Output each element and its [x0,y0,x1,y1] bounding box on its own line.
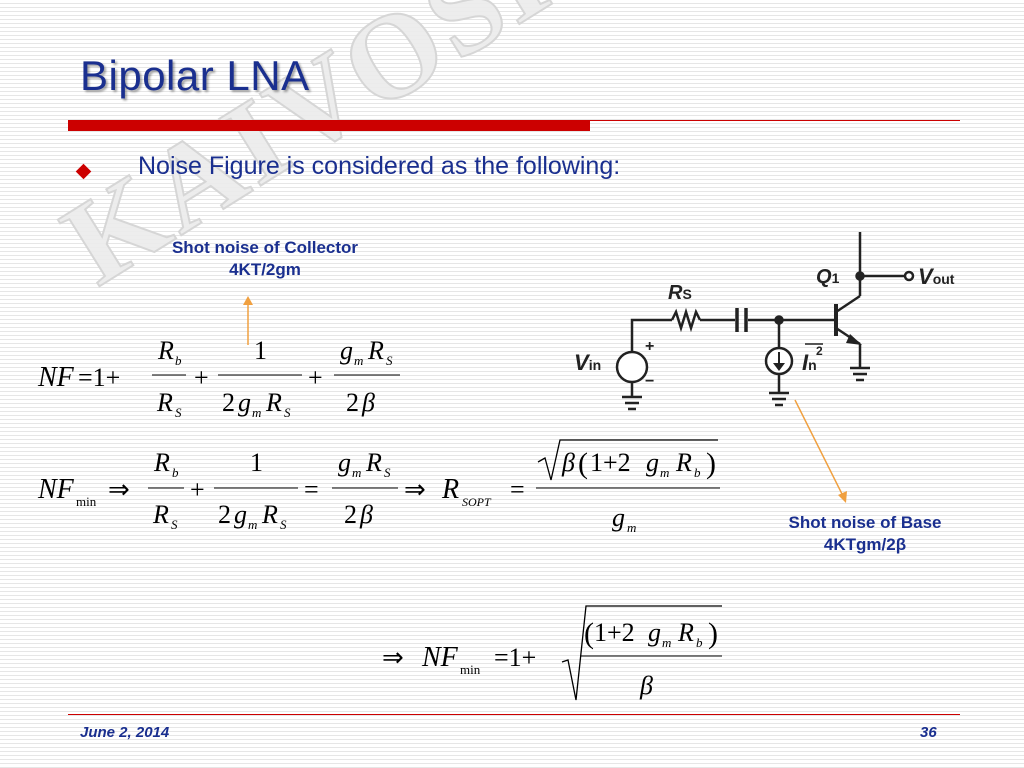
svg-text:m: m [252,405,261,420]
footer-divider [68,714,960,715]
collector-noise-note: Shot noise of Collector 4KT/2gm [130,237,400,281]
base-noise-label: Shot noise of Base [788,513,942,532]
svg-text:b: b [694,465,701,480]
svg-text:g: g [238,388,251,417]
svg-text:⇒: ⇒ [108,475,130,504]
collector-noise-label: Shot noise of Collector [171,238,359,257]
svg-text:b: b [172,465,179,480]
svg-text:m: m [352,465,361,480]
svg-text:2: 2 [218,500,231,529]
svg-text:R: R [441,474,459,505]
svg-text:m: m [248,517,257,532]
svg-text:R: R [365,448,382,477]
svg-text:S: S [386,353,393,368]
svg-text:2: 2 [346,388,359,417]
svg-text:b: b [696,635,703,650]
svg-text:⇒: ⇒ [382,643,404,672]
svg-text:S: S [384,465,391,480]
svg-text:1: 1 [254,336,267,365]
svg-text:S: S [280,517,287,532]
svg-text:S: S [175,405,182,420]
svg-text:+: + [194,363,209,392]
minus-sign: − [645,373,655,390]
svg-text:b: b [175,353,182,368]
svg-text:β: β [639,671,653,700]
svg-text:R: R [156,388,173,417]
svg-text:R: R [265,388,282,417]
svg-text:=: = [304,475,319,504]
svg-text:=1+: =1+ [494,643,536,672]
svg-text:NF: NF [37,474,75,505]
svg-text:g: g [234,500,247,529]
svg-text:min: min [76,494,97,509]
svg-text:β: β [359,500,373,529]
equation-nf: NF =1+ R b R S + 1 2 g m R S + g m R S 2… [37,336,400,420]
svg-text:+: + [190,475,205,504]
svg-text:R: R [152,500,169,529]
svg-text:β: β [561,448,575,477]
svg-text:S: S [171,517,178,532]
circuit-diagram [615,232,915,411]
svg-text:(: ( [578,447,588,480]
svg-text:m: m [662,635,671,650]
svg-text:⇒: ⇒ [404,475,426,504]
svg-text:R: R [157,336,174,365]
in-label: In [802,350,817,375]
svg-text:1: 1 [250,448,263,477]
in-superscript: 2 [816,344,823,358]
svg-text:R: R [367,336,384,365]
svg-text:g: g [338,448,351,477]
vout-label: Vout [918,264,955,289]
svg-text:β: β [361,388,375,417]
base-noise-note: Shot noise of Base 4KTgm/2β [745,512,985,556]
bullet-text: Noise Figure is considered as the follow… [138,152,621,180]
svg-text:+: + [308,363,323,392]
svg-text:g: g [646,448,659,477]
collector-arrow [243,296,253,345]
svg-text:2: 2 [344,500,357,529]
title-underline-bar [68,120,590,131]
slide-title: Bipolar LNA [80,52,310,99]
svg-text:NF: NF [421,642,459,673]
plus-sign: + [645,338,655,355]
svg-text:R: R [675,448,692,477]
footer-date: June 2, 2014 [80,724,170,741]
svg-text:1+2: 1+2 [594,618,635,647]
svg-text:NF: NF [37,362,75,393]
collector-noise-formula: 4KT/2gm [229,260,301,279]
svg-text:g: g [648,618,661,647]
svg-text:R: R [153,448,170,477]
svg-text:): ) [708,617,718,650]
page-number: 36 [920,724,937,741]
svg-text:): ) [706,447,716,480]
equation-nfmin-result: ⇒ NF min =1+ ( 1+2 g m R b ) β [382,605,722,701]
svg-text:2: 2 [222,388,235,417]
svg-text:min: min [460,662,481,677]
svg-text:=1+: =1+ [78,363,120,392]
svg-text:m: m [627,520,636,535]
svg-text:m: m [354,353,363,368]
base-noise-formula: 4KTgm/2β [823,535,907,554]
svg-text:=: = [510,475,525,504]
svg-text:g: g [612,503,625,532]
q1-label: Q1 [816,266,840,288]
svg-text:SOPT: SOPT [462,495,492,509]
svg-text:S: S [284,405,291,420]
vin-label: Vin [574,350,602,375]
svg-text:R: R [261,500,278,529]
svg-text:g: g [340,336,353,365]
svg-text:m: m [660,465,669,480]
svg-text:(: ( [584,617,594,650]
base-arrow [794,399,847,503]
svg-text:R: R [677,618,694,647]
svg-text:1+2: 1+2 [590,448,631,477]
rs-label: RS [668,282,692,304]
equation-nfmin-condition: NF min ⇒ R b R S + 1 2 g m R S = g m R S… [37,439,720,535]
title-underline-line [590,120,960,121]
